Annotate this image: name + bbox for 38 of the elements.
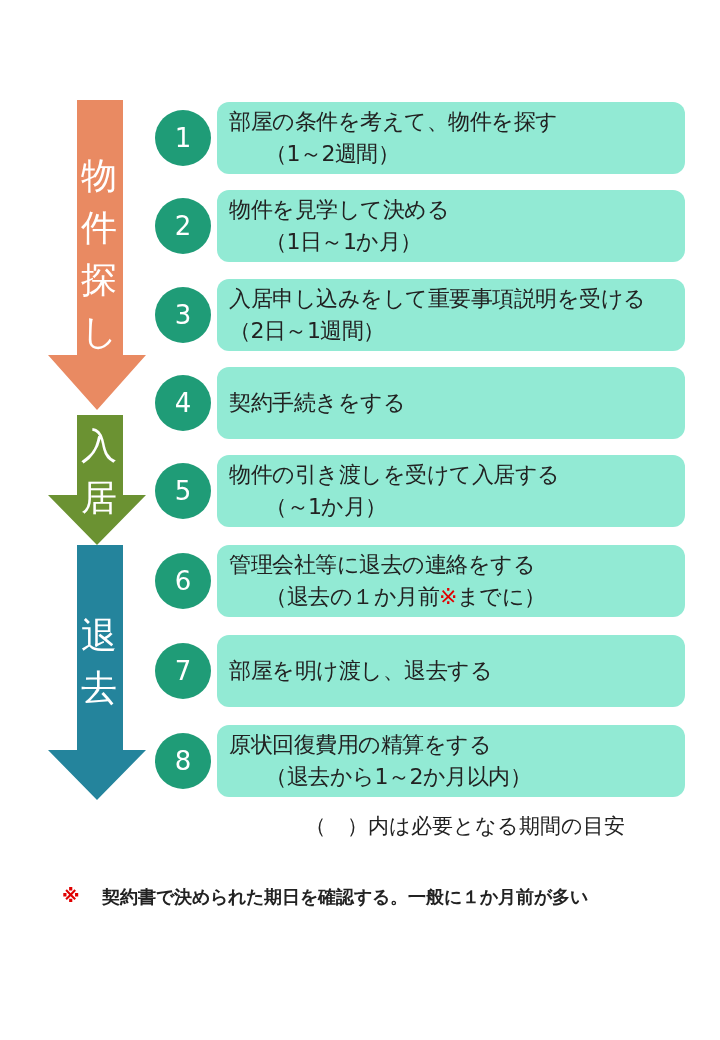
step-text: 部屋を明け渡し、退去する	[229, 657, 493, 685]
phase-banner	[48, 545, 146, 800]
step-number-circle: 5	[155, 463, 211, 519]
step-text: 物件を見学して決める	[229, 196, 450, 224]
step-text: 契約手続きをする	[229, 389, 406, 417]
phase-label: 入居	[80, 424, 118, 520]
phase-label: 物件探し	[79, 154, 119, 354]
step-number-circle: 8	[155, 733, 211, 789]
phase-label: 退去	[80, 614, 118, 710]
step-number-circle: 7	[155, 643, 211, 699]
step-number-circle: 6	[155, 553, 211, 609]
step-text: （退去から1～2か月以内）	[264, 763, 533, 791]
step-number-circle: 3	[155, 287, 211, 343]
step-text: 入居申し込みをして重要事項説明を受ける（2日～1週間）	[229, 285, 647, 345]
step-box	[217, 545, 685, 617]
footnote-mark: ※	[62, 885, 80, 906]
step-text: 原状回復費用の精算をする	[229, 731, 492, 759]
step-box	[217, 725, 685, 797]
step-box	[217, 279, 685, 351]
note-text: （ ）内は必要となる期間の目安	[305, 813, 625, 840]
step-text: （1日～1か月）	[264, 228, 423, 256]
step-number-circle: 2	[155, 198, 211, 254]
step-box	[217, 102, 685, 174]
phase-banner	[48, 415, 146, 545]
step-box	[217, 367, 685, 439]
step-number-circle: 1	[155, 110, 211, 166]
step-text: （1～2週間）	[264, 140, 401, 168]
step-box	[217, 190, 685, 262]
step-number-circle: 4	[155, 375, 211, 431]
step-box	[217, 635, 685, 707]
step-box	[217, 455, 685, 527]
step-text: （退去の１か月前※までに）	[264, 583, 547, 611]
footnote-text: 契約書で決められた期日を確認する。一般に１か月前が多い	[102, 885, 588, 909]
step-text: 管理会社等に退去の連絡をする	[229, 551, 536, 579]
phase-banner	[48, 100, 146, 410]
step-text: （～1か月）	[264, 493, 388, 521]
step-text: 部屋の条件を考えて、物件を探す	[229, 108, 559, 136]
step-text: 物件の引き渡しを受けて入居する	[229, 461, 561, 489]
